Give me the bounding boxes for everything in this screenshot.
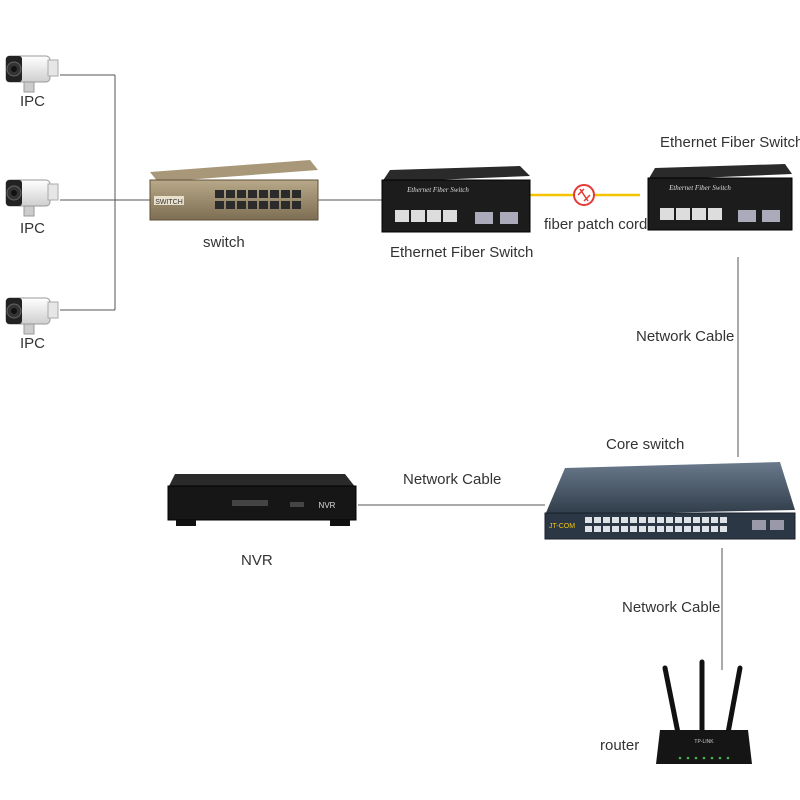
switch-label: switch (203, 234, 245, 251)
fiber-switch-left-header: Ethernet Fiber Switch (406, 186, 469, 194)
fiber-switch-left-label: Ethernet Fiber Switch (390, 244, 534, 261)
bullet-camera-icon (5, 297, 59, 335)
network-cable-label-bottom: Network Cable (622, 599, 721, 616)
network-cable-label-top: Network Cable (636, 328, 735, 345)
nvr-badge: NVR (319, 501, 336, 510)
switch-badge: SWITCH (155, 199, 183, 206)
connection-lines (60, 74, 739, 670)
nvr-label: NVR (241, 552, 273, 569)
fiber-switch-right-header: Ethernet Fiber Switch (668, 184, 731, 192)
core-switch-label: Core switch (606, 436, 685, 453)
core-switch-brand: JT-COM (549, 523, 575, 530)
ipc-label-2: IPC (20, 220, 46, 237)
fiber-connector-icon (573, 184, 595, 206)
nvr-device: NVR (167, 474, 357, 526)
ipc-label-3: IPC (20, 335, 46, 352)
fiber-switch-right-label: Ethernet Fiber Switch (660, 134, 800, 151)
router-brand: TP-LINK (694, 739, 714, 745)
core-switch-device: JT-COM (544, 462, 796, 540)
fiber-switch-right-device: Ethernet Fiber Switch (647, 164, 793, 231)
router-label: router (600, 737, 640, 754)
switch-device: SWITCH (149, 160, 319, 221)
bullet-camera-icon (5, 179, 59, 217)
fiber-switch-left-device: Ethernet Fiber Switch (381, 166, 531, 233)
router-device: TP-LINK (656, 659, 752, 764)
fiber-patch-cord-label: fiber patch cord (544, 216, 648, 233)
bullet-camera-icon (5, 55, 59, 93)
ipc-label-1: IPC (20, 93, 46, 110)
network-cable-label-middle: Network Cable (403, 471, 502, 488)
